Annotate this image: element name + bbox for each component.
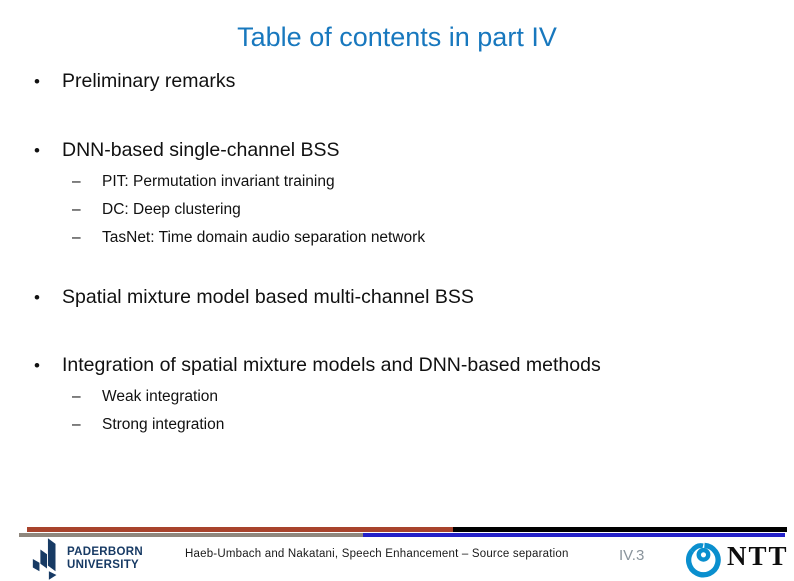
bullet-item-spatial-mixture: • Spatial mixture model based multi-chan… (34, 286, 474, 309)
paderborn-logo-line2: UNIVERSITY (67, 559, 140, 571)
paderborn-logo-line1: PADERBORN (67, 546, 143, 558)
bullet-item-integration: • Integration of spatial mixture models … (34, 354, 601, 377)
divider-blue-segment (363, 533, 785, 537)
sub-bullet-item-tasnet: – TasNet: Time domain audio separation n… (72, 228, 425, 247)
sub-bullet-label: DC: Deep clustering (102, 201, 241, 218)
bullet-label: DNN-based single-channel BSS (62, 139, 340, 161)
dash-icon: – (72, 229, 81, 246)
sub-bullet-item-strong-integration: – Strong integration (72, 415, 224, 434)
footer-credit-text: Haeb-Umbach and Nakatani, Speech Enhance… (185, 548, 569, 560)
sub-bullet-label: Strong integration (102, 416, 225, 433)
bullet-item-dnn-single-channel: • DNN-based single-channel BSS (34, 139, 339, 162)
bullet-icon: • (34, 141, 40, 160)
sub-bullet-item-pit: – PIT: Permutation invariant training (72, 172, 335, 191)
ntt-logo-text: NTT (727, 541, 789, 571)
sub-bullet-label: PIT: Permutation invariant training (102, 173, 335, 190)
page-number: IV.3 (619, 547, 645, 564)
sub-bullet-item-dc: – DC: Deep clustering (72, 200, 241, 219)
divider-black-segment (453, 527, 787, 532)
bullet-label: Spatial mixture model based multi-channe… (62, 286, 474, 308)
footer-divider-bottom (19, 533, 785, 537)
dash-icon: – (72, 173, 81, 190)
divider-gray-segment (19, 533, 363, 537)
sub-bullet-label: TasNet: Time domain audio separation net… (102, 229, 426, 246)
divider-red-segment (27, 527, 453, 532)
dash-icon: – (72, 416, 81, 433)
sub-bullet-item-weak-integration: – Weak integration (72, 387, 218, 406)
bullet-icon: • (34, 288, 40, 307)
slide-title: Table of contents in part IV (237, 22, 557, 52)
paderborn-university-logo-text: PADERBORN UNIVERSITY (67, 546, 143, 572)
bullet-label: Integration of spatial mixture models an… (62, 354, 601, 376)
bullet-icon: • (34, 72, 40, 91)
dash-icon: – (72, 388, 81, 405)
ntt-logo-icon (686, 542, 721, 578)
bullet-label: Preliminary remarks (62, 70, 236, 92)
bullet-icon: • (34, 356, 40, 375)
sub-bullet-label: Weak integration (102, 388, 219, 405)
paderborn-university-logo-icon (32, 538, 57, 580)
footer-divider-top (27, 527, 787, 532)
dash-icon: – (72, 201, 81, 218)
bullet-item-preliminary-remarks: • Preliminary remarks (34, 70, 235, 93)
